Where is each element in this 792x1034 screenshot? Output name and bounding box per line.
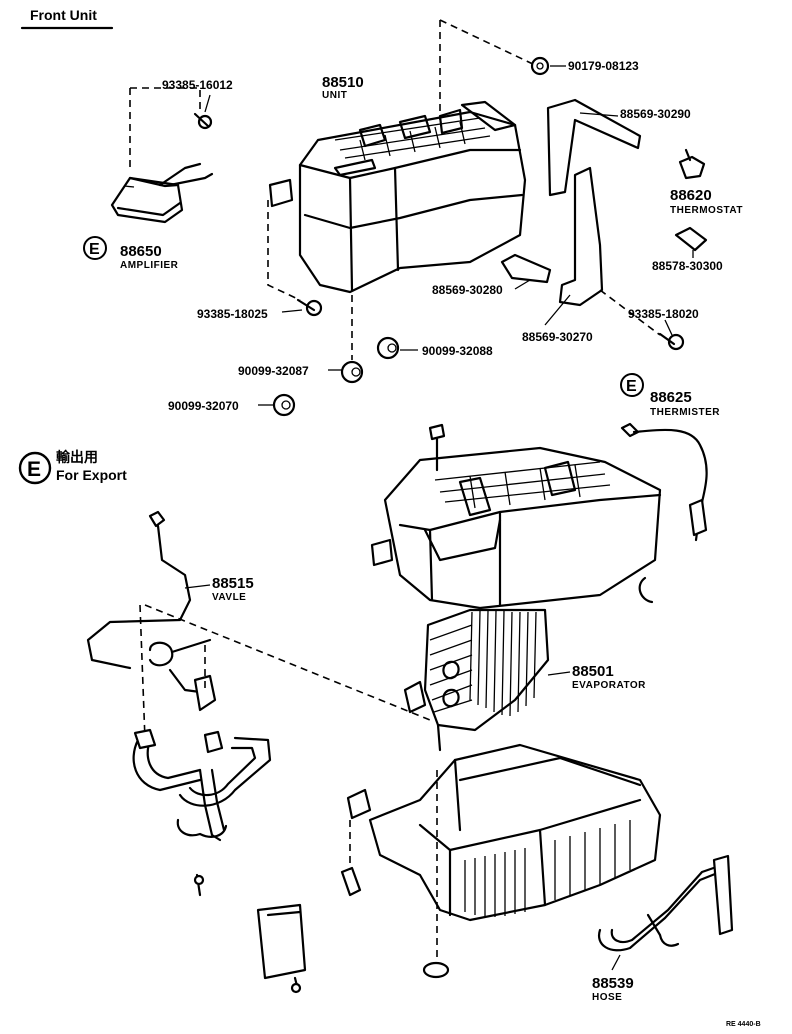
svg-text:E: E (89, 241, 100, 258)
screw-93385-18025 (296, 298, 323, 317)
amplifier-drawing (110, 162, 214, 224)
label-p16-number: 88515 (212, 575, 254, 592)
marker-e-export: E (18, 451, 52, 485)
amplifier-screw-dash (130, 87, 201, 110)
label-p5-number: 88620 (670, 187, 712, 204)
label-p17-caption: EVAPORATOR (572, 680, 646, 691)
upper-case-drawing (370, 446, 662, 610)
label-p3-number: 88510 (322, 74, 364, 91)
label-p5-caption: THERMOSTAT (670, 205, 743, 216)
label-p6-caption: AMPLIFIER (120, 260, 179, 271)
label-p15-number: 88625 (650, 389, 692, 406)
valve-dash-diag (144, 604, 431, 721)
clip-88578-30300 (674, 226, 708, 252)
export-note-jp: 輸出用 (56, 449, 98, 465)
label-p11: 88569-30270 (522, 330, 593, 344)
diagram-title: Front Unit (30, 7, 97, 23)
leader-88539 (611, 954, 621, 971)
unit-case-drawing (268, 100, 527, 294)
screw-93385-18020 (658, 332, 685, 351)
valve-drawing (86, 510, 217, 712)
bracket-88569-30290 (546, 98, 642, 197)
grommet-90099-32070 (272, 393, 296, 417)
label-p4: 88569-30290 (620, 107, 691, 121)
label-p9: 93385-18025 (197, 307, 268, 321)
label-p6-number: 88650 (120, 243, 162, 260)
label-p7: 88578-30300 (652, 259, 723, 273)
screw-right-dash (599, 289, 661, 336)
nut-90179-08123 (530, 56, 550, 76)
valve-dash-left (139, 604, 146, 741)
lower-case-drawing (346, 743, 662, 922)
footer-code: RE 4440-B (726, 1021, 761, 1028)
marker-e-amplifier: E (83, 236, 107, 260)
leader-93385-18025 (281, 309, 303, 313)
tubes-drawing (132, 728, 272, 897)
bracket-88569-30270 (558, 166, 604, 307)
label-p14: 90099-32070 (168, 399, 239, 413)
leader-88569-30290 (579, 112, 619, 117)
clip-lower-left (340, 866, 362, 897)
screw-93385-16012 (193, 112, 213, 130)
cover-plate-drawing (256, 903, 307, 994)
label-p8: 88569-30280 (432, 283, 503, 297)
hose-drawing (597, 854, 734, 952)
label-p16-caption: VAVLE (212, 592, 246, 603)
label-p18-number: 88539 (592, 975, 634, 992)
svg-text:E: E (626, 378, 637, 395)
label-p15-caption: THERMISTER (650, 407, 720, 418)
label-p13: 90099-32087 (238, 364, 309, 378)
grommet-bottom (422, 961, 450, 979)
screw-left-dash (267, 200, 301, 301)
label-p10: 93385-18020 (628, 307, 699, 321)
top-nut-dash (439, 19, 536, 66)
svg-text:E: E (27, 458, 41, 481)
leader-88515 (184, 584, 211, 589)
evaporator-drawing (403, 608, 550, 752)
label-p17-number: 88501 (572, 663, 614, 680)
leader-88569-30280 (514, 279, 531, 290)
label-p18-caption: HOSE (592, 992, 622, 1003)
label-p3-caption: UNIT (322, 90, 347, 101)
leader-93385-18020 (664, 319, 673, 336)
block-88569-30280 (500, 253, 552, 284)
marker-e-thermister: E (620, 373, 644, 397)
label-p2: 93385-16012 (162, 78, 233, 92)
leader-88569-30270 (544, 294, 571, 326)
label-p1: 90179-08123 (568, 59, 639, 73)
grommet-90099-32088 (376, 336, 400, 360)
leader-93385-16012 (204, 94, 211, 113)
thermister-drawing (620, 422, 708, 542)
export-note-en: For Export (56, 467, 127, 483)
leader-88501 (547, 671, 571, 676)
label-p12: 90099-32088 (422, 344, 493, 358)
grommet-90099-32087 (340, 360, 364, 384)
thermostat-drawing (678, 148, 706, 180)
bolt-top (428, 423, 446, 472)
